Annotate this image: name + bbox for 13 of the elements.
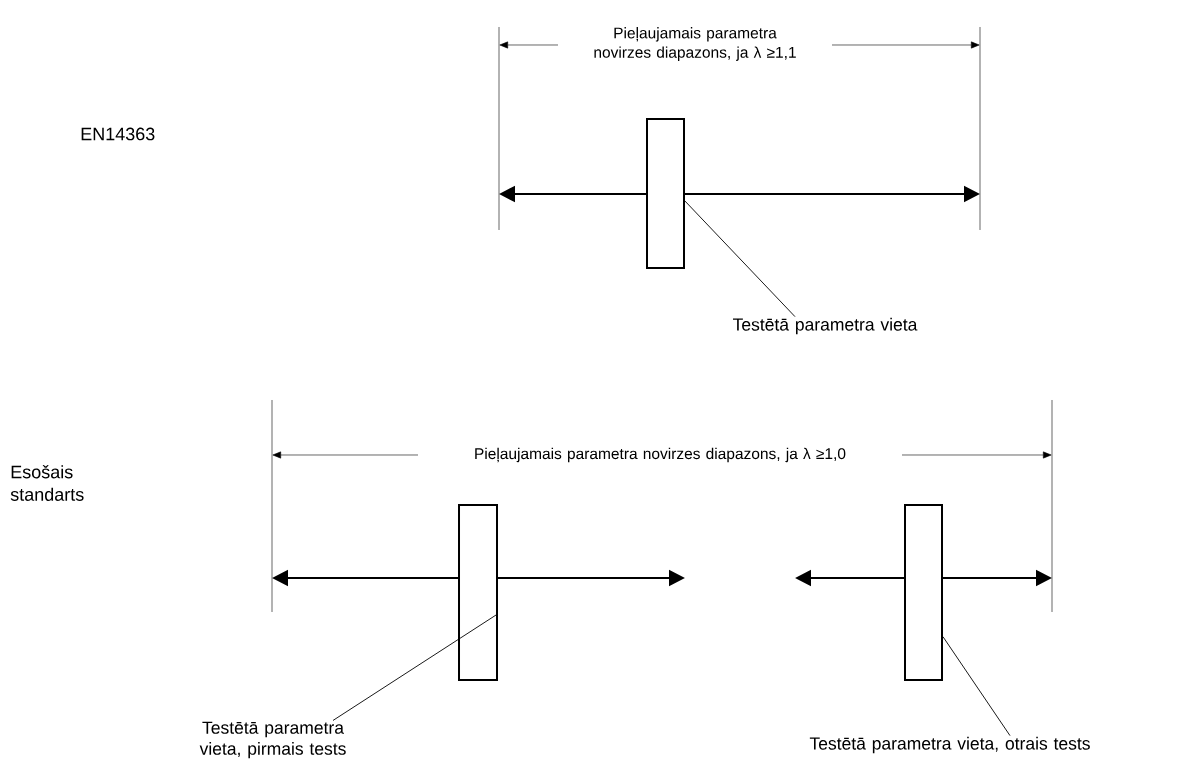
callout-text: Testētā parametra vieta, pirmais tests [199, 721, 346, 759]
row-label: Esošais standarts [10, 465, 84, 501]
leader-line [942, 636, 1011, 737]
row-label: EN14363 [81, 127, 155, 141]
leader-line [684, 200, 796, 318]
dimension-label: Pieļaujamais parametra novirzes diapazons, ja λ ≥1,0 [418, 445, 902, 465]
marker-box [458, 504, 498, 681]
leader-line [332, 613, 499, 721]
callout-text: Testētā parametra vieta [733, 317, 918, 335]
callout-text: Testētā parametra vieta, otrais tests [809, 736, 1090, 754]
marker-box [904, 504, 943, 681]
dimension-label: Pieļaujamais parametra novirzes diapazons, ja λ ≥1,1 [558, 25, 832, 63]
marker-box [646, 118, 685, 269]
